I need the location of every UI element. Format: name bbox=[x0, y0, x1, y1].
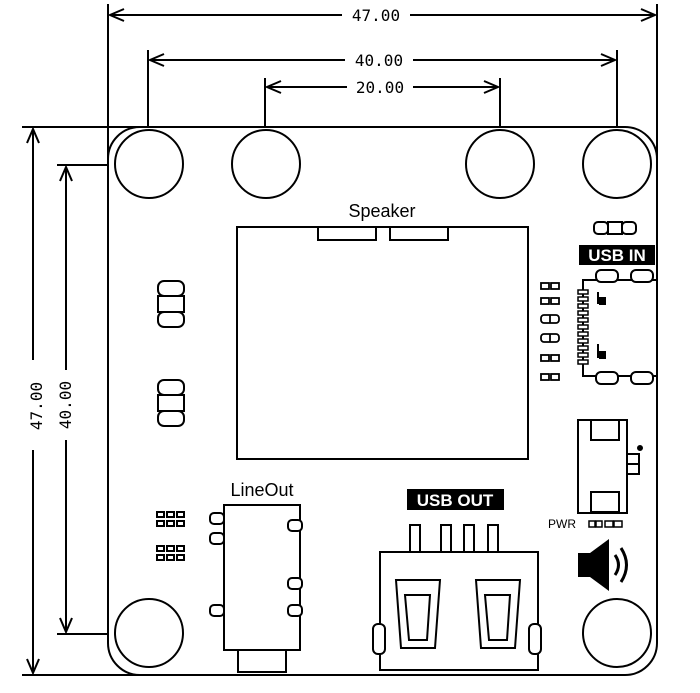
power-switch bbox=[577, 419, 643, 514]
speaker-pad-left bbox=[317, 226, 377, 241]
mounting-hole bbox=[582, 129, 652, 199]
usb-out-badge bbox=[407, 489, 504, 510]
resistor-array-upper bbox=[156, 511, 185, 527]
dimension-width-holes-inner-label: 20.00 bbox=[356, 78, 404, 97]
usb-out-connector bbox=[372, 524, 542, 671]
mounting-hole bbox=[465, 129, 535, 199]
mounting-hole bbox=[114, 129, 184, 199]
dimension-height-outer-label: 47.00 bbox=[27, 382, 46, 430]
speaker-pad-right bbox=[389, 226, 449, 241]
dimension-width-holes-outer-label: 40.00 bbox=[355, 51, 403, 70]
capacitor-left-lower bbox=[157, 379, 185, 427]
speaker-area bbox=[236, 226, 529, 460]
lineout-label: LineOut bbox=[230, 480, 293, 500]
usb-in-pins bbox=[577, 289, 589, 365]
usb-in-label: USB IN bbox=[588, 246, 646, 265]
capacitor-left-upper bbox=[157, 280, 185, 328]
mounting-holes bbox=[114, 129, 652, 668]
smd-components-usb-in bbox=[540, 282, 560, 381]
usb-in-badge bbox=[579, 245, 655, 265]
mounting-hole bbox=[114, 598, 184, 668]
dimension-height-holes-label: 40.00 bbox=[56, 381, 75, 429]
speaker-volume-icon bbox=[578, 539, 628, 591]
mounting-hole bbox=[582, 598, 652, 668]
usb-in-connector bbox=[582, 269, 658, 385]
dimension-width-outer-label: 47.00 bbox=[352, 6, 400, 25]
capacitor-top-right bbox=[593, 221, 637, 235]
pwr-label: PWR bbox=[548, 517, 576, 531]
lineout-jack bbox=[209, 504, 303, 673]
usb-out-label: USB OUT bbox=[417, 491, 494, 510]
speaker-label: Speaker bbox=[348, 201, 415, 221]
resistor-array-lower bbox=[156, 545, 185, 561]
mounting-hole bbox=[231, 129, 301, 199]
pwr-led bbox=[588, 520, 623, 528]
